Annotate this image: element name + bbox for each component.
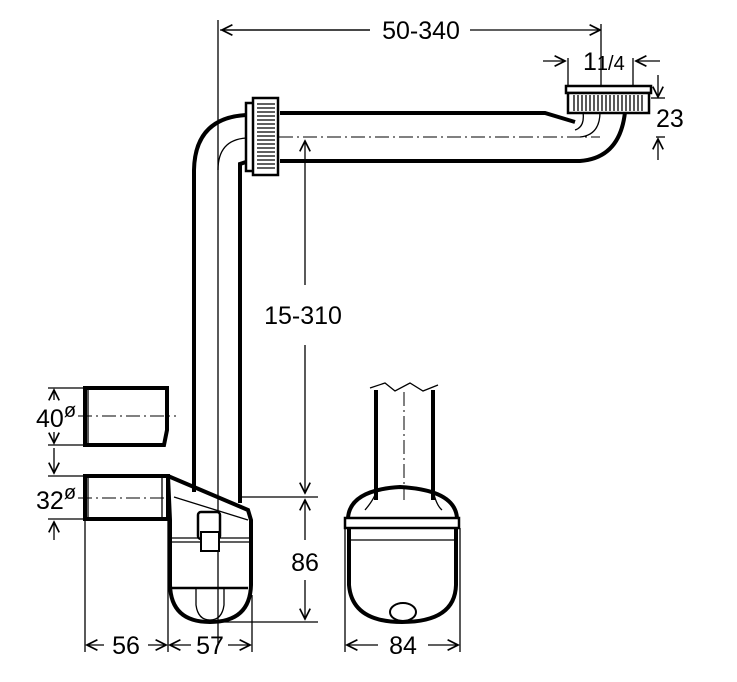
trap-side-view (343, 382, 461, 652)
label-trap-width: 57 (196, 632, 224, 660)
horizontal-pipe (255, 111, 627, 163)
label-nut-height: 23 (656, 105, 684, 133)
label-pipe-diameter-large: 40ø (36, 400, 76, 433)
label-outlet-length: 56 (112, 632, 140, 660)
inlet-nut (543, 58, 665, 160)
trap-body-front (84, 474, 318, 652)
label-trap-height: 86 (291, 549, 319, 577)
dimension-vertical-offset (240, 141, 318, 498)
label-thread-size: 11/4 (583, 48, 625, 76)
label-vertical-offset: 15-310 (264, 302, 342, 330)
elbow-nut (244, 96, 280, 177)
vertical-pipe (192, 113, 247, 503)
label-pipe-diameter-small: 32ø (36, 482, 76, 515)
label-trap-depth: 84 (389, 632, 417, 660)
label-horizontal-offset: 50-340 (382, 17, 460, 45)
pipe-40 (48, 386, 176, 447)
